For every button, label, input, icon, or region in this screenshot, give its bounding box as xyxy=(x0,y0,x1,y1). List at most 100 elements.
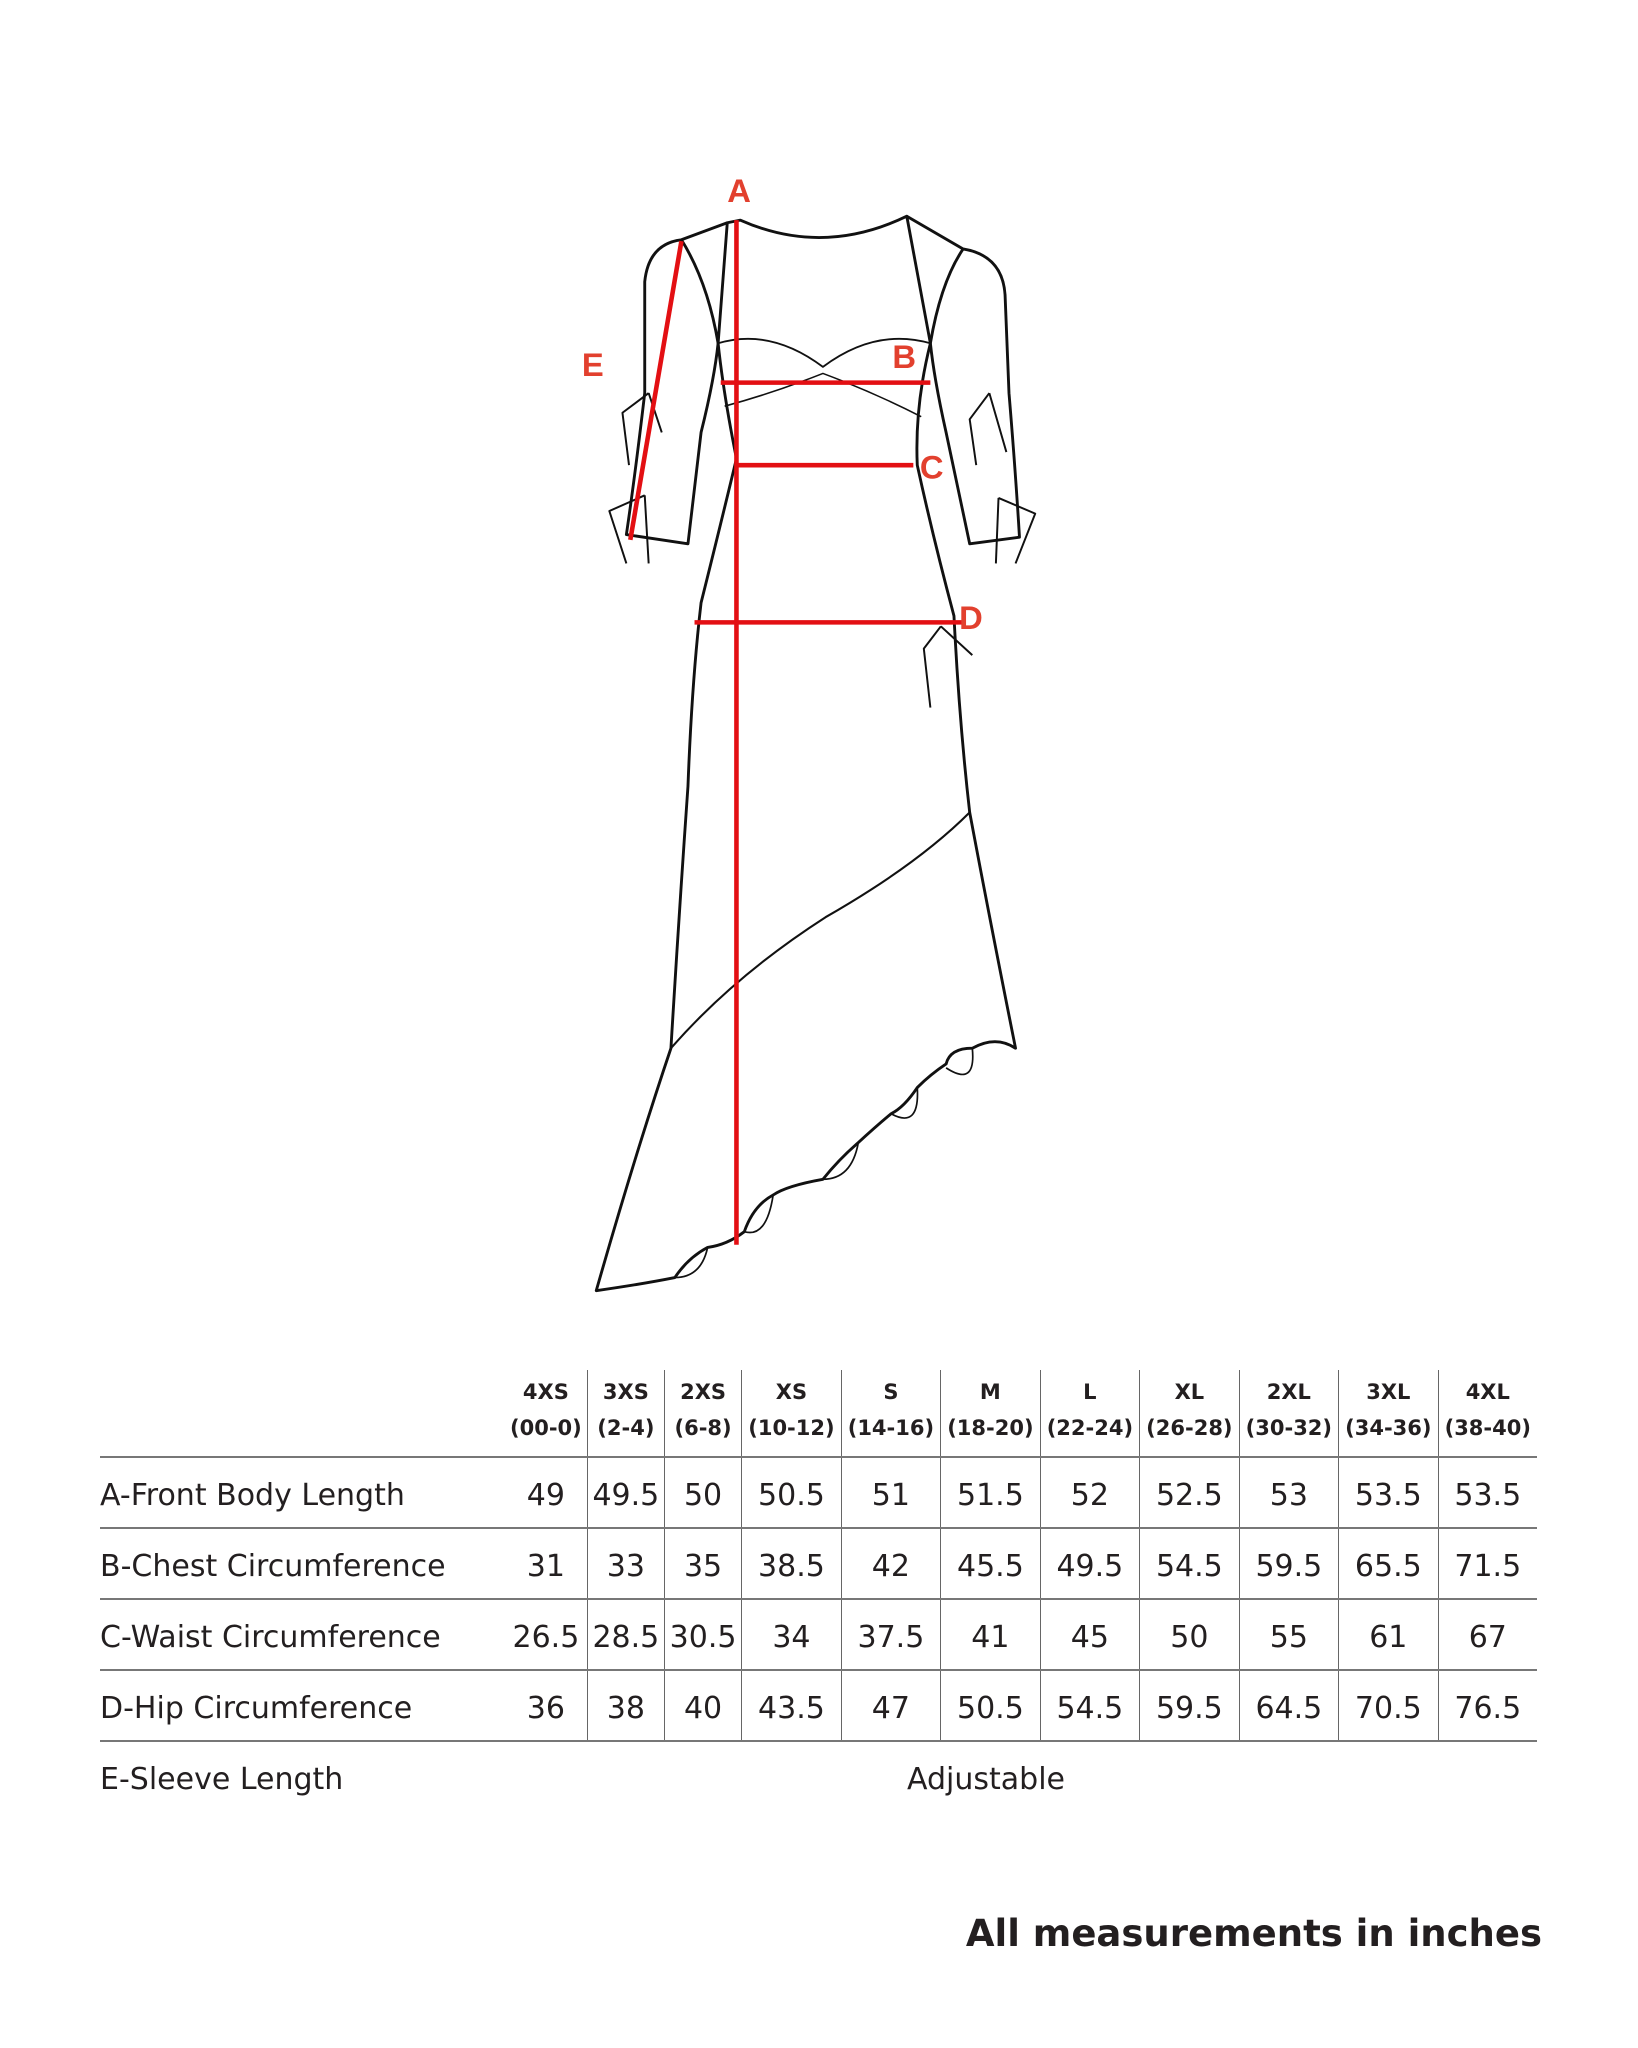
size-label: 2XS xyxy=(680,1380,727,1404)
row-label: A-Front Body Length xyxy=(100,1456,505,1528)
table-cell: 49.5 xyxy=(586,1456,665,1528)
row-name: -Hip Circumference xyxy=(123,1691,413,1726)
table-cell: 26.5 xyxy=(505,1598,588,1670)
table-cell: 50.5 xyxy=(940,1669,1041,1741)
row-letter: D xyxy=(100,1691,124,1726)
table-cell: 65.5 xyxy=(1338,1527,1439,1599)
row-letter: E xyxy=(100,1762,119,1797)
size-range: (18-20) xyxy=(947,1416,1034,1440)
table-cell: 37.5 xyxy=(840,1598,941,1670)
table-cell: 71.5 xyxy=(1437,1527,1537,1599)
label-a: A xyxy=(727,172,751,209)
table-cell: 40 xyxy=(663,1669,742,1741)
size-header-s: S (14-16) xyxy=(840,1370,941,1457)
size-label: 3XS xyxy=(602,1380,649,1404)
size-header-m: M (18-20) xyxy=(940,1370,1041,1457)
size-header-3xs: 3XS (2-4) xyxy=(586,1370,665,1457)
size-label: 3XL xyxy=(1366,1380,1411,1404)
size-header-4xs: 4XS(00-0) xyxy=(505,1370,587,1457)
table-cell: 61 xyxy=(1338,1598,1439,1670)
row-name: -Front Body Length xyxy=(119,1478,405,1513)
table-cell: 28.5 xyxy=(586,1598,665,1670)
table-cell: 54.5 xyxy=(1039,1669,1140,1741)
table-cell: 64.5 xyxy=(1238,1669,1339,1741)
row-label: E-Sleeve Length xyxy=(100,1740,505,1811)
table-cell: 51 xyxy=(840,1456,941,1528)
table-cell: 50 xyxy=(1139,1598,1240,1670)
table-cell: 53.5 xyxy=(1338,1456,1439,1528)
row-letter: A xyxy=(100,1478,120,1513)
table-cell: 50 xyxy=(663,1456,742,1528)
row-label: B-Chest Circumference xyxy=(100,1527,505,1599)
size-chart-table: 4XS(00-0) 3XS (2-4) 2XS (6-8) XS (10-12) S (14-1… xyxy=(100,1370,1537,1811)
right-sleeve xyxy=(906,214,1021,546)
size-header-4xl: 4XL (38-40) xyxy=(1437,1370,1537,1457)
dress-body xyxy=(594,214,1017,1293)
table-cell: 33 xyxy=(586,1527,665,1599)
table-cell: 31 xyxy=(505,1527,588,1599)
table-cell: 52.5 xyxy=(1139,1456,1240,1528)
table-cell: 30.5 xyxy=(663,1598,742,1670)
size-label: L xyxy=(1083,1380,1097,1404)
size-range: (38-40) xyxy=(1444,1416,1531,1440)
size-header-2xl: 2XL (30-32) xyxy=(1238,1370,1339,1457)
size-range: (30-32) xyxy=(1245,1416,1333,1440)
size-range: (14-16) xyxy=(847,1416,935,1440)
size-header-xl: XL (26-28) xyxy=(1139,1370,1240,1457)
size-label: S xyxy=(883,1380,899,1404)
size-label: 4XS xyxy=(522,1380,569,1404)
table-cell: 76.5 xyxy=(1437,1669,1537,1741)
table-cell: 53 xyxy=(1238,1456,1339,1528)
row-name: -Waist Circumference xyxy=(120,1620,441,1655)
table-cell: 49.5 xyxy=(1039,1527,1140,1599)
size-range: (6-8) xyxy=(674,1416,732,1440)
size-label: 2XL xyxy=(1266,1380,1311,1404)
size-header-2xs: 2XS (6-8) xyxy=(663,1370,742,1457)
row-name: -Sleeve Length xyxy=(118,1762,344,1797)
size-label: M xyxy=(979,1380,1001,1404)
label-d: D xyxy=(959,599,983,636)
size-label: XL xyxy=(1174,1380,1205,1404)
label-b: B xyxy=(892,338,916,375)
size-range: (26-28) xyxy=(1146,1416,1233,1440)
size-header-l: L (22-24) xyxy=(1039,1370,1140,1457)
row-label: D-Hip Circumference xyxy=(100,1669,505,1741)
table-cell: 38 xyxy=(586,1669,665,1741)
size-label: 4XL xyxy=(1465,1380,1510,1404)
size-header-3xl: 3XL(34-36) xyxy=(1338,1370,1439,1457)
table-cell: 54.5 xyxy=(1139,1527,1240,1599)
label-e: E xyxy=(582,346,604,383)
size-range: (10-12) xyxy=(748,1416,835,1440)
table-cell: 35 xyxy=(663,1527,742,1599)
label-c: C xyxy=(920,448,944,485)
table-cell: 51.5 xyxy=(940,1456,1041,1528)
row-letter: C xyxy=(100,1620,121,1655)
row-label: C-Waist Circumference xyxy=(100,1598,505,1670)
size-label: XS xyxy=(775,1380,808,1404)
table-cell: 45 xyxy=(1039,1598,1140,1670)
flounce-seam xyxy=(670,811,971,1049)
sleeve-value: Adjustable xyxy=(505,1740,1537,1811)
table-cell: 36 xyxy=(505,1669,588,1741)
size-header-row: 4XS(00-0) 3XS (2-4) 2XS (6-8) XS (10-12) S (14-1… xyxy=(100,1370,1537,1457)
row-letter: B xyxy=(100,1549,121,1584)
table-cell: 55 xyxy=(1238,1598,1339,1670)
table-cell: 34 xyxy=(741,1598,842,1670)
table-cell: 53.5 xyxy=(1437,1456,1537,1528)
table-cell: 59.5 xyxy=(1238,1527,1339,1599)
left-sleeve xyxy=(624,221,728,546)
table-cell: 50.5 xyxy=(741,1456,842,1528)
table-cell: 43.5 xyxy=(741,1669,842,1741)
size-range: (22-24) xyxy=(1046,1416,1134,1440)
table-cell: 70.5 xyxy=(1338,1669,1439,1741)
measure-line-e xyxy=(628,240,684,541)
size-range: (2-4) xyxy=(597,1416,655,1440)
table-cell: 52 xyxy=(1039,1456,1140,1528)
row-name: -Chest Circumference xyxy=(120,1549,446,1584)
